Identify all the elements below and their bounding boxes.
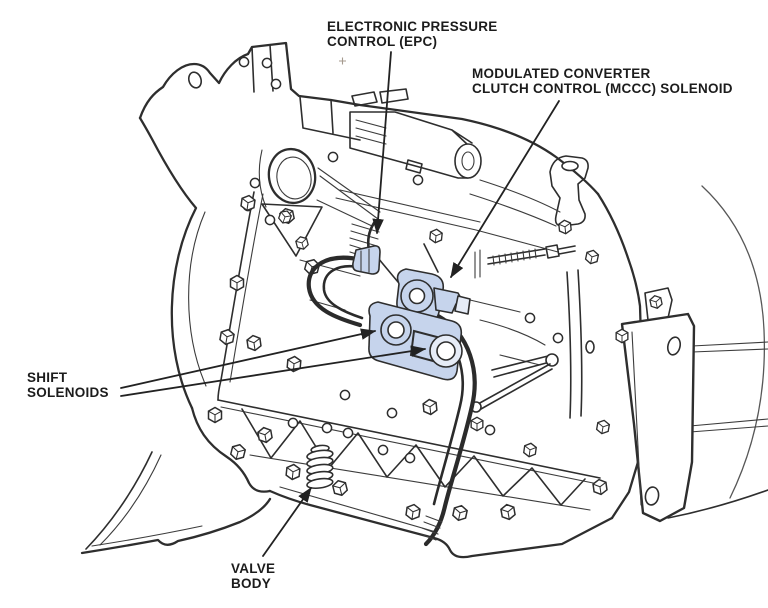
label-valve-body: VALVE BODY <box>231 561 276 591</box>
leader-epc <box>372 51 392 235</box>
leader-shift-2 <box>120 345 427 397</box>
epc-connector <box>352 245 381 275</box>
pump-assembly <box>299 88 559 261</box>
shift-solenoids <box>368 301 463 381</box>
mccc-solenoid <box>396 268 471 322</box>
transmission-case <box>80 41 768 559</box>
label-shift-solenoids: SHIFT SOLENOIDS <box>27 370 109 400</box>
leader-lines <box>120 51 560 557</box>
accumulator-spring <box>306 444 334 490</box>
label-epc: ELECTRONIC PRESSURE CONTROL (EPC) <box>327 19 498 49</box>
leader-mccc <box>450 100 560 279</box>
side-bracket <box>620 287 696 523</box>
valve-body-rail <box>217 312 601 511</box>
leader-shift-1 <box>120 328 377 389</box>
wiring-harness <box>306 221 477 547</box>
bell-housing-opening <box>242 147 381 257</box>
print-mark <box>339 57 346 65</box>
label-mccc: MODULATED CONVERTER CLUTCH CONTROL (MCCC… <box>472 66 733 96</box>
leader-valve-body <box>262 486 312 557</box>
case-mid-details <box>299 179 595 419</box>
